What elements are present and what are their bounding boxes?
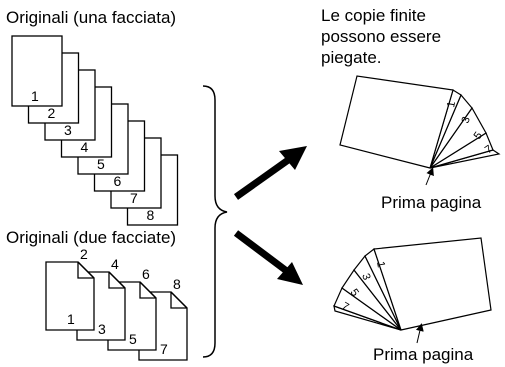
double-sided-page-1: [45, 261, 95, 331]
folded-top-number-3: 3: [460, 115, 473, 125]
originals-double-sided-label: Originali (due facciate): [6, 228, 177, 247]
folded-booklet-top: [339, 75, 501, 169]
arrow-up-right: [233, 146, 307, 200]
page-number-8: 8: [147, 207, 155, 223]
front-number-1: 1: [67, 311, 75, 327]
back-number-4: 4: [111, 256, 119, 272]
double-sided-stack: 7 8 5 6 3 4 1 2: [45, 246, 188, 361]
first-page-label-bottom: Prima pagina: [373, 345, 474, 364]
folded-bottom-number-1: 1: [374, 260, 387, 268]
first-page-pointer-top: [425, 167, 434, 186]
front-number-3: 3: [98, 321, 106, 337]
grouping-brace: [202, 85, 228, 358]
folded-bottom-number-5: 5: [348, 287, 361, 299]
originals-single-sided-label: Originali (una facciata): [6, 8, 177, 27]
first-page-pointer-bottom: [415, 323, 424, 344]
page-number-2: 2: [48, 105, 56, 121]
back-number-8: 8: [173, 276, 181, 292]
back-number-2: 2: [80, 246, 88, 262]
folded-bottom-number-3: 3: [359, 272, 372, 282]
original-page-1: [11, 35, 63, 107]
folded-bottom-numbers: 1 3 5 7: [340, 260, 387, 313]
folded-top-number-5: 5: [472, 130, 485, 142]
page-number-1: 1: [31, 88, 39, 104]
finished-copies-line3: piegate.: [321, 48, 382, 67]
folded-bottom-number-7: 7: [340, 300, 351, 313]
back-number-6: 6: [142, 266, 150, 282]
finished-copies-line1: Le copie finite: [321, 6, 426, 25]
folded-top-numbers: 1 3 5 7: [445, 100, 495, 156]
folded-top-number-1: 1: [445, 100, 458, 108]
front-number-7: 7: [160, 341, 168, 357]
page-number-5: 5: [97, 156, 105, 172]
folded-booklet-bottom: [333, 237, 492, 331]
page-number-7: 7: [130, 190, 138, 206]
arrow-down-right: [233, 230, 303, 285]
page-number-3: 3: [64, 122, 72, 138]
front-number-5: 5: [129, 331, 137, 347]
finished-copies-line2: possono essere: [321, 27, 442, 46]
page-number-6: 6: [114, 173, 122, 189]
first-page-label-top: Prima pagina: [381, 193, 482, 212]
folded-top-number-7: 7: [483, 143, 495, 156]
page-number-4: 4: [81, 139, 89, 155]
